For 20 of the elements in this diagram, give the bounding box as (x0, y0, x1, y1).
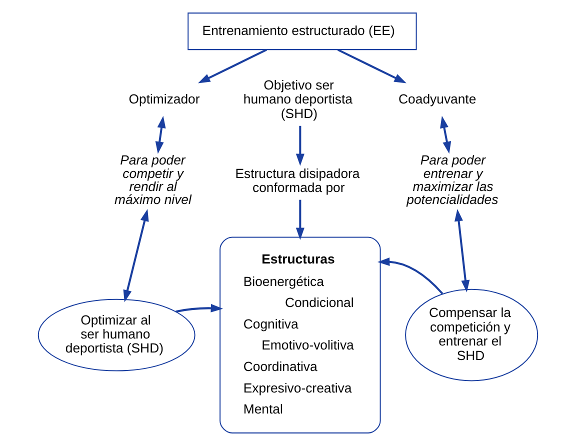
arrow (295, 125, 304, 166)
arrow (454, 208, 470, 292)
node-ellipse: Compensar la competición y entrenar el SHD (404, 288, 538, 381)
node-text: Objetivo ser humano deportista (SHD) (242, 77, 352, 120)
node-text: Estructura disipadora conformada por (234, 165, 360, 194)
arrow (295, 199, 304, 240)
arrow (175, 303, 223, 312)
arrow (154, 115, 166, 154)
arrow (122, 208, 148, 302)
arrow (197, 48, 267, 83)
node-text: Optimizador (128, 91, 200, 106)
arrow (336, 48, 406, 83)
arrow (440, 115, 451, 154)
node-text: Para poder entrenar y maximizar las potencialidades (406, 152, 498, 207)
node-box: Entrenamiento estructurado (EE) (187, 12, 416, 50)
node-ellipse: Optimizar al ser humano deportista (SHD) (37, 298, 195, 371)
node-text: Para poder competir y rendir al máximo nivel (114, 152, 191, 207)
arrow (376, 256, 443, 294)
node-text: Coadyuvante (398, 91, 476, 106)
node-box: Estructuras Bioenergética Condicional Cognitiva Emotivo-volitiva Coordinativa Expresivo-creativa Mental (219, 236, 380, 433)
